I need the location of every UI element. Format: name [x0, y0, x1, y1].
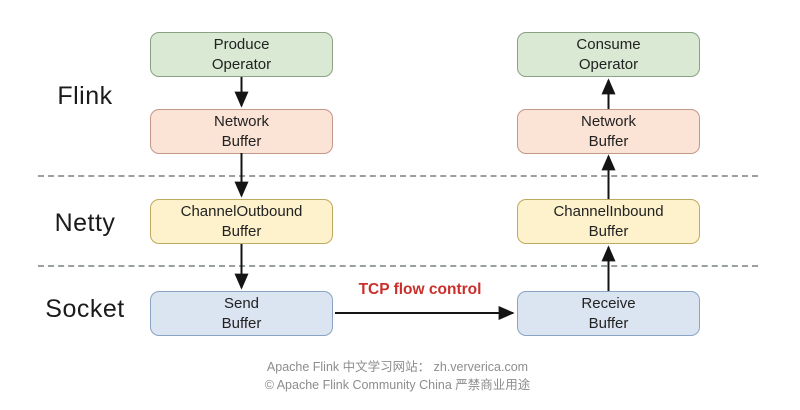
- node-network-buffer-receive: Network Buffer: [517, 109, 700, 154]
- node-receive-buffer: Receive Buffer: [517, 291, 700, 336]
- footer-line-copyright: © Apache Flink Community China 严禁商业用途: [264, 378, 531, 392]
- node-network-buffer-receive-line2: Buffer: [588, 132, 629, 150]
- layer-label-socket: Socket: [45, 295, 125, 323]
- node-channel-inbound-buffer-line1: ChannelInbound: [553, 202, 664, 220]
- node-send-buffer-line2: Buffer: [221, 314, 262, 332]
- node-channel-outbound-buffer-line2: Buffer: [221, 222, 262, 240]
- node-receive-buffer-line1: Receive: [581, 294, 636, 312]
- tcp-flow-control-label: TCP flow control: [358, 281, 482, 298]
- node-channel-outbound-buffer-line1: ChannelOutbound: [180, 202, 303, 220]
- node-channel-outbound-buffer: ChannelOutbound Buffer: [150, 199, 333, 244]
- node-channel-inbound-buffer: ChannelInbound Buffer: [517, 199, 700, 244]
- node-send-buffer: Send Buffer: [150, 291, 333, 336]
- node-network-buffer-receive-line1: Network: [580, 112, 636, 130]
- footer: Apache Flink 中文学习网站： zh.ververica.com © …: [0, 358, 795, 394]
- separator-flink-netty: [38, 175, 758, 177]
- node-consume-operator-line2: Operator: [578, 55, 639, 73]
- node-produce-operator-line2: Operator: [211, 55, 272, 73]
- node-network-buffer-send-line2: Buffer: [221, 132, 262, 150]
- separator-netty-socket: [38, 265, 758, 267]
- node-consume-operator-line1: Consume: [576, 35, 641, 53]
- layer-label-netty: Netty: [54, 209, 116, 237]
- footer-line-site: Apache Flink 中文学习网站： zh.ververica.com: [266, 360, 529, 374]
- node-network-buffer-send-line1: Network: [213, 112, 269, 130]
- node-produce-operator: Produce Operator: [150, 32, 333, 77]
- node-receive-buffer-line2: Buffer: [588, 314, 629, 332]
- node-consume-operator: Consume Operator: [517, 32, 700, 77]
- node-network-buffer-send: Network Buffer: [150, 109, 333, 154]
- node-produce-operator-line1: Produce: [213, 35, 270, 53]
- node-channel-inbound-buffer-line2: Buffer: [588, 222, 629, 240]
- layer-label-flink: Flink: [57, 82, 113, 110]
- node-send-buffer-line1: Send: [223, 294, 260, 312]
